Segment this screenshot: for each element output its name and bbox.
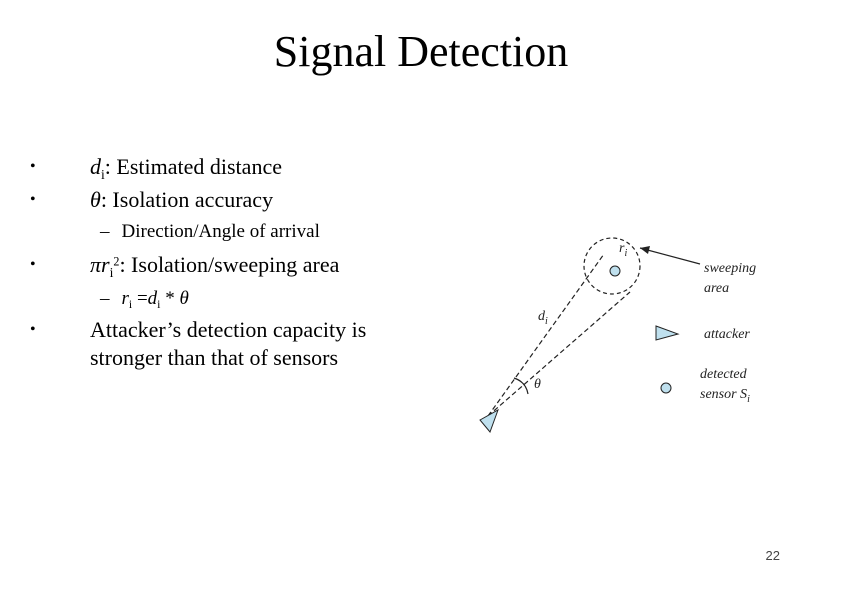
di-symbol: d xyxy=(90,154,101,179)
bullet-text: : Isolation accuracy xyxy=(100,187,274,212)
page-number: 22 xyxy=(765,548,780,563)
line-to-circle-bottom xyxy=(487,291,631,417)
label-sensor: sensor Si xyxy=(700,387,750,405)
sweeping-area-arrow xyxy=(639,247,701,265)
label-di: di xyxy=(538,309,548,327)
ri-subscript: i xyxy=(128,298,133,312)
theta-symbol: θ xyxy=(90,187,101,212)
label-ri: ri xyxy=(619,241,627,259)
sub-text: Direction/Angle of arrival xyxy=(121,221,320,242)
squared-superscript: 2 xyxy=(113,254,120,269)
label-theta: θ xyxy=(534,377,541,392)
subbullet-direction: –Direction/Angle of arrival xyxy=(100,220,320,244)
sub-dash: – xyxy=(100,288,110,309)
ri-subscript: i xyxy=(109,264,114,280)
sub-dash: – xyxy=(100,221,110,242)
label-sweeping: sweeping xyxy=(704,261,756,276)
bullet-text: : Isolation/sweeping area xyxy=(119,252,340,277)
di-subscript: i xyxy=(157,298,161,312)
bullet-marker: • xyxy=(30,321,36,338)
theta-arc xyxy=(513,377,529,395)
subbullet-formula: –ri =di * θ xyxy=(100,287,189,311)
legend-attacker-icon xyxy=(655,325,680,341)
bullet-marker: • xyxy=(30,158,36,175)
sweeping-area-circle xyxy=(583,237,641,295)
pi-r-symbol: πr xyxy=(90,252,110,277)
label-detected: detected xyxy=(700,367,748,382)
slide-title: Signal Detection xyxy=(273,27,569,76)
bullet-marker: • xyxy=(30,191,36,208)
label-area: area xyxy=(704,281,729,296)
equals: = xyxy=(132,288,148,309)
signal-detection-diagram: ri di θ sweeping area attacker detected … xyxy=(479,237,756,433)
di-symbol: d xyxy=(147,288,158,309)
bullet-marker: • xyxy=(30,256,36,273)
sensor-node-in-circle xyxy=(609,265,621,277)
multiply: * xyxy=(160,288,180,309)
bullet-text: Attacker’s detection capacity is stronge… xyxy=(90,317,367,370)
bullet-text: : Estimated distance xyxy=(104,154,282,179)
label-attacker: attacker xyxy=(704,327,750,342)
attacker-triangle xyxy=(479,408,499,433)
line-to-circle-top xyxy=(487,253,605,417)
theta-symbol: θ xyxy=(179,288,189,309)
arrow-head xyxy=(640,246,650,254)
ri-symbol: r xyxy=(121,288,129,309)
legend-sensor-icon xyxy=(660,382,672,394)
di-subscript: i xyxy=(101,166,105,182)
